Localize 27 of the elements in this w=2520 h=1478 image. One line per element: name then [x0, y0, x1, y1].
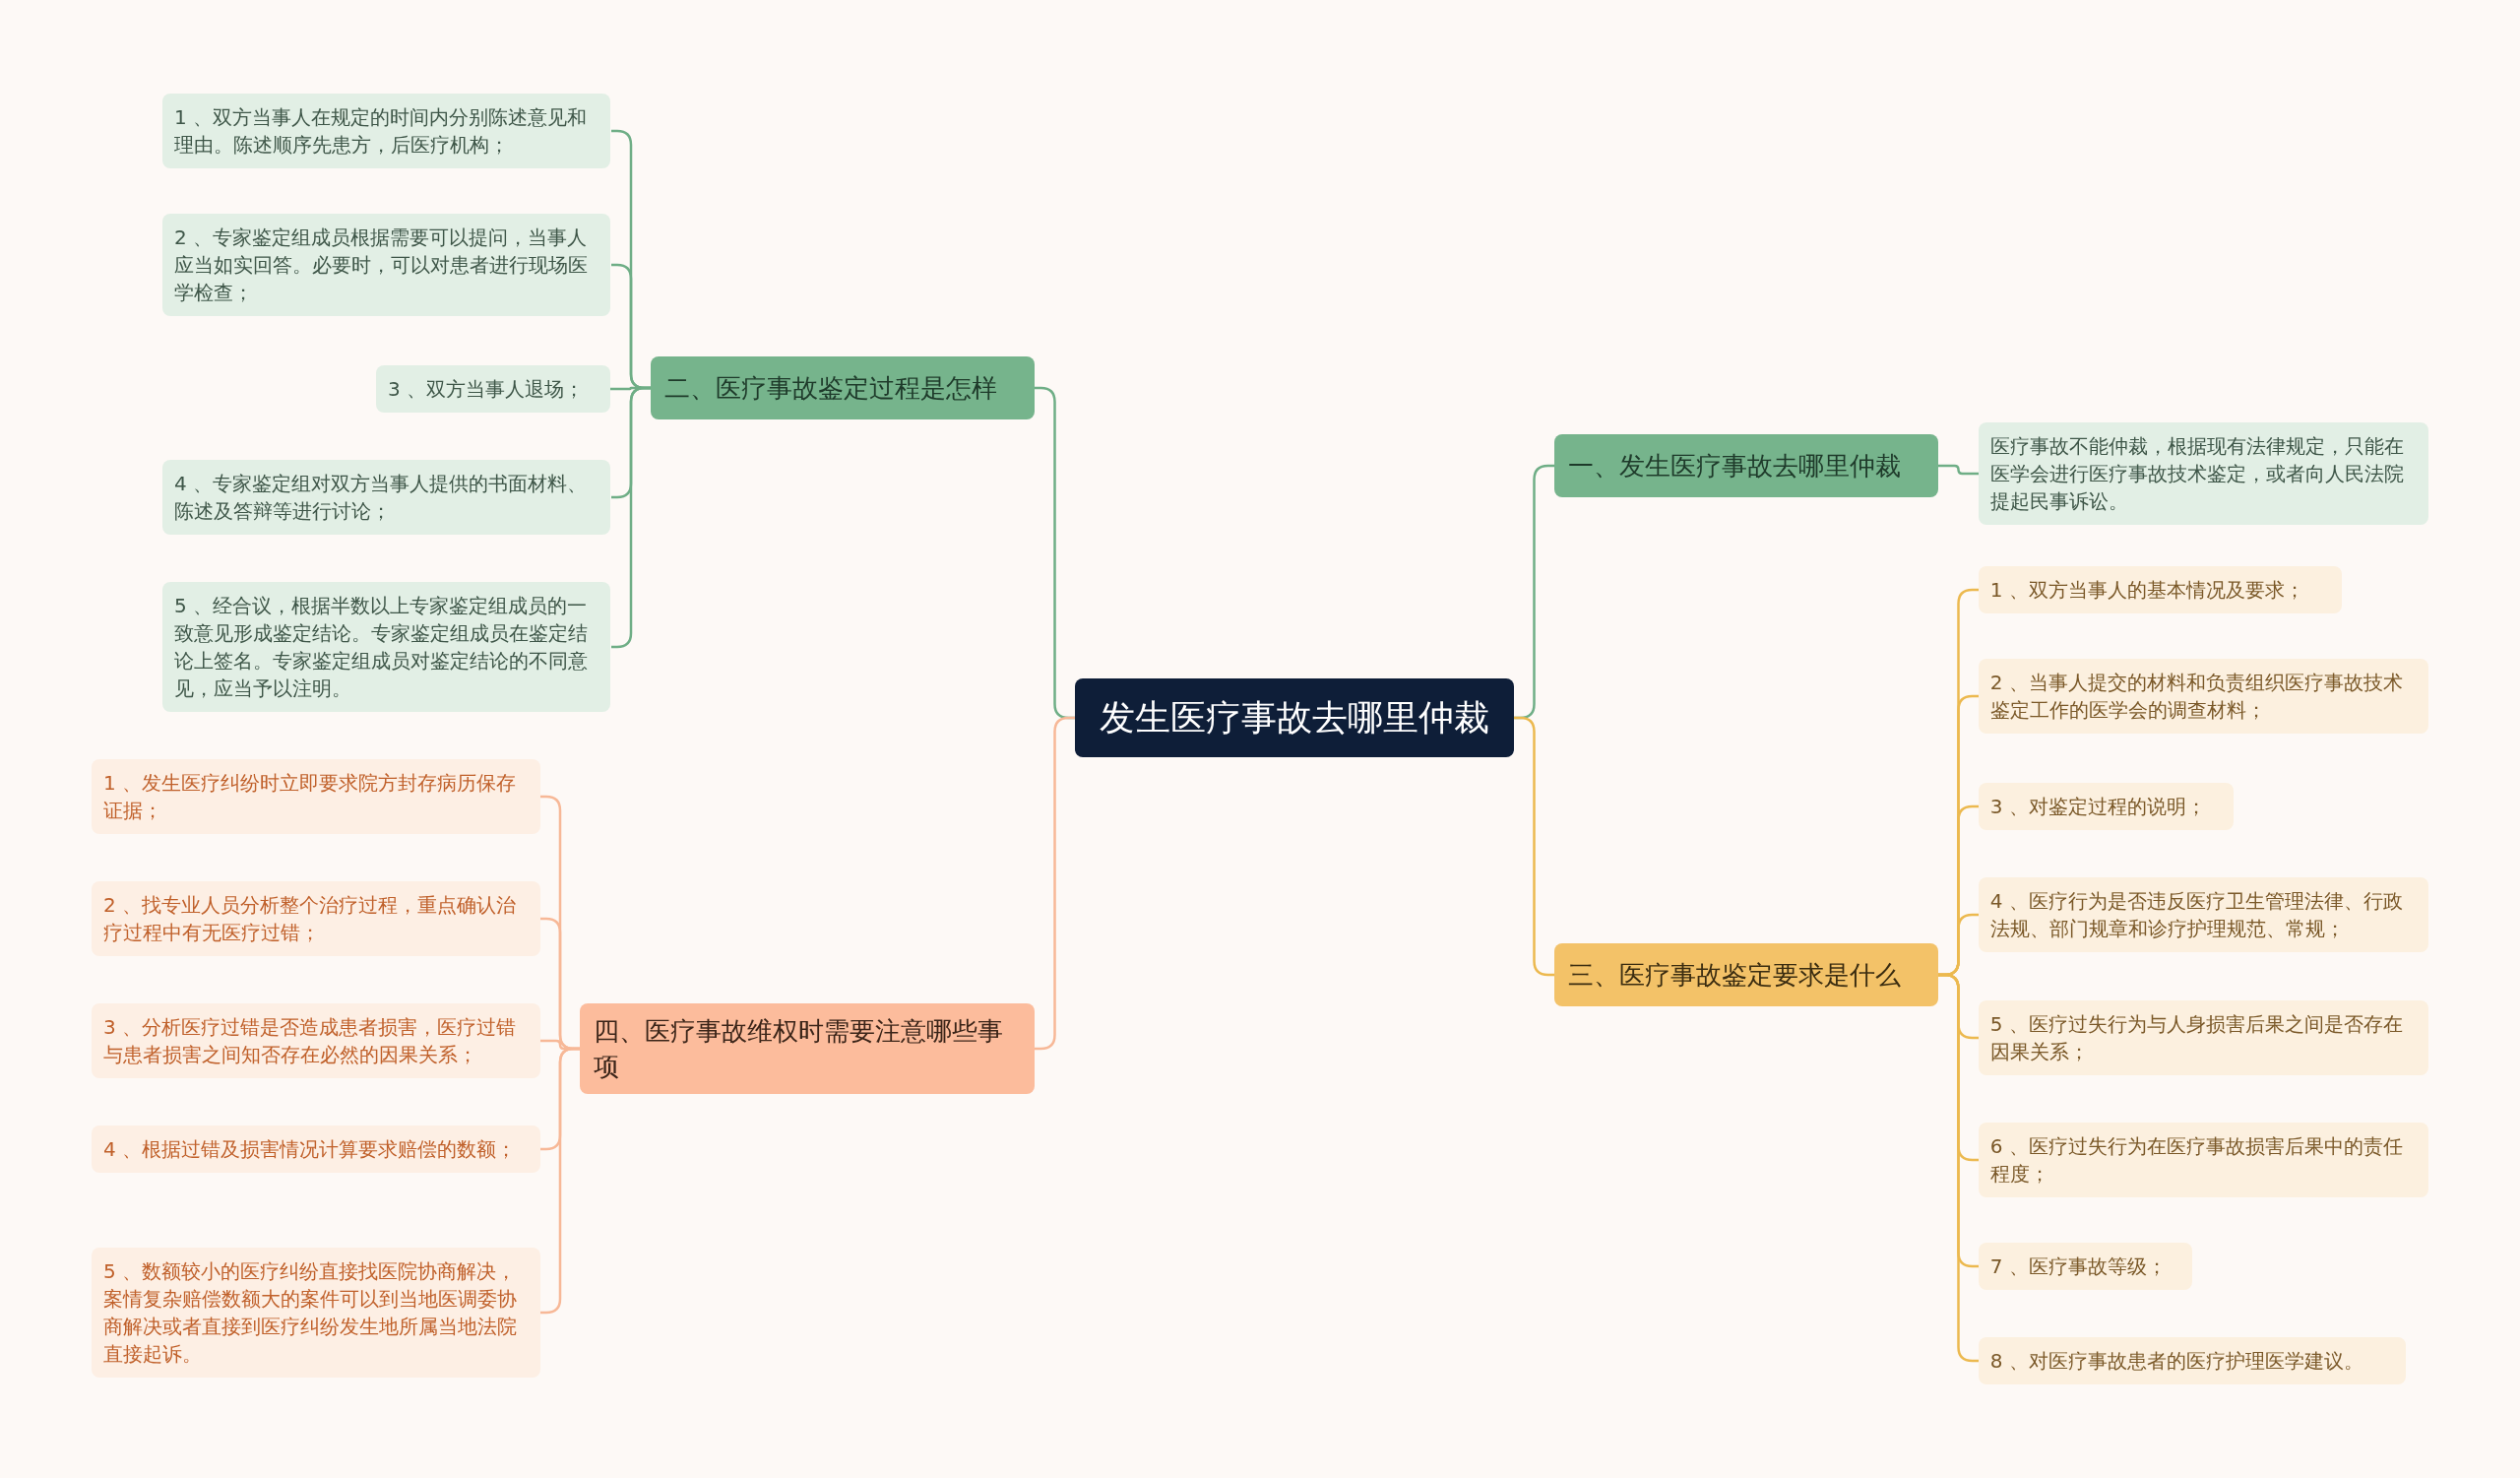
subtopic: 6 、医疗过失行为在医疗事故损害后果中的责任程度； — [1978, 1122, 2428, 1197]
subtopic: 5 、医疗过失行为与人身损害后果之间是否存在因果关系； — [1978, 999, 2428, 1075]
subtopic: 4 、医疗行为是否违反医疗卫生管理法律、行政法规、部门规章和诊疗护理规范、常规； — [1978, 877, 2428, 953]
connector — [1938, 464, 1979, 476]
subtopic: 3 、对鉴定过程的说明； — [1978, 783, 2235, 831]
connector — [1514, 716, 1554, 977]
subtopic: 8 、对医疗事故患者的医疗护理医学建议。 — [1978, 1337, 2407, 1385]
subtopic: 1 、双方当事人的基本情况及要求； — [1978, 565, 2342, 613]
central-topic: 发生医疗事故去哪里仲裁 — [1075, 677, 1514, 757]
subtopic: 3 、分析医疗过错是否造成患者损害，医疗过错与患者损害之间知否存在必然的因果关系； — [92, 1002, 540, 1078]
subtopic: 医疗事故不能仲裁，根据现有法律规定，只能在医学会进行医疗事故技术鉴定，或者向人民法院提起民事诉讼。 — [1978, 422, 2428, 526]
branch-topic: 二、医疗事故鉴定过程是怎样 — [651, 356, 1036, 420]
branch-topic: 四、医疗事故维权时需要注意哪些事项 — [580, 1002, 1036, 1094]
subtopic: 5 、经合议，根据半数以上专家鉴定组成员的一致意见形成鉴定结论。专家鉴定组成员在鉴定结论上签名。专家鉴定组成员对鉴定结论的不同意见，应当予以注明。 — [161, 582, 611, 712]
connector — [1035, 716, 1075, 1051]
subtopic: 4 、专家鉴定组对双方当事人提供的书面材料、陈述及答辩等进行讨论； — [161, 459, 611, 535]
subtopic: 3 、双方当事人退场； — [376, 364, 611, 413]
subtopic: 4 、根据过错及损害情况计算要求赔偿的数额； — [92, 1125, 540, 1173]
subtopic: 2 、找专业人员分析整个治疗过程，重点确认治疗过程中有无医疗过错； — [92, 880, 540, 956]
branch-topic: 一、发生医疗事故去哪里仲裁 — [1553, 433, 1938, 497]
subtopic: 2 、当事人提交的材料和负责组织医疗事故技术鉴定工作的医学会的调查材料； — [1978, 659, 2428, 735]
subtopic: 1 、发生医疗纠纷时立即要求院方封存病历保存证据； — [92, 758, 540, 834]
branch-topic: 三、医疗事故鉴定要求是什么 — [1553, 943, 1938, 1007]
subtopic: 1 、双方当事人在规定的时间内分别陈述意见和理由。陈述顺序先患方，后医疗机构； — [161, 93, 611, 168]
subtopic: 5 、数额较小的医疗纠纷直接找医院协商解决，案情复杂赔偿数额大的案件可以到当地医调委协商解决或者直接到医疗纠纷发生地所属当地法院直接起诉。 — [92, 1247, 540, 1378]
subtopic: 7 、医疗事故等级； — [1978, 1243, 2192, 1291]
subtopic: 2 、专家鉴定组成员根据需要可以提问，当事人应当如实回答。必要时，可以对患者进行现场医学检查； — [161, 214, 611, 317]
